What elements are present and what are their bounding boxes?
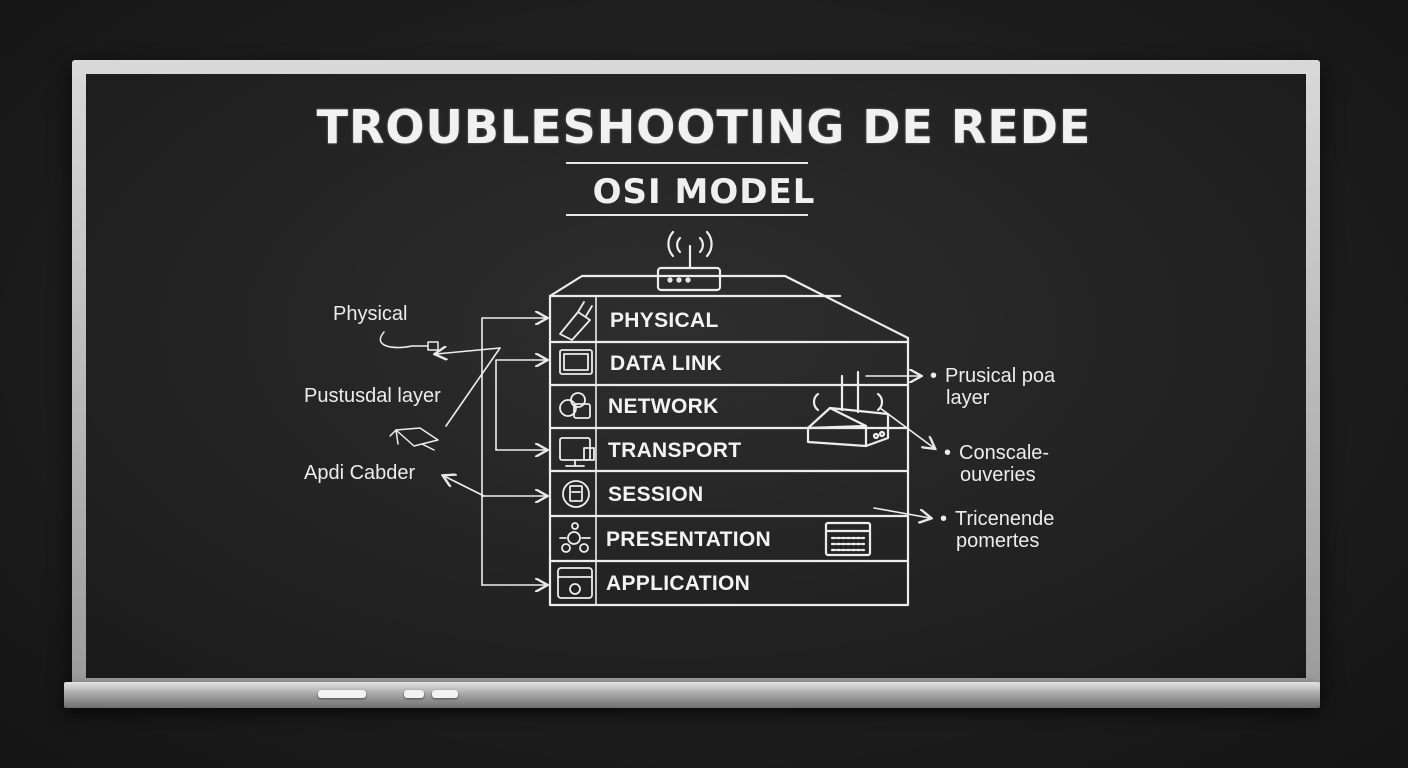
note-apdi-cabder: Apdi Cabder <box>304 462 416 484</box>
note-prusical-line1: Prusical poa <box>930 365 1055 387</box>
layer-label-presentation: PRESENTATION <box>606 528 771 551</box>
presentation-grid-icon <box>824 521 872 557</box>
router-right-icon <box>806 370 890 448</box>
chalk-piece <box>318 690 366 698</box>
pointer-physical-note <box>436 348 501 354</box>
note-pustusdal-layer: Pustusdal layer <box>304 385 441 407</box>
note-conscale-line1: Conscale- <box>944 442 1049 464</box>
stack-roof <box>548 274 910 340</box>
note-conscale: Conscale- ouveries <box>944 442 1049 486</box>
layer-label-application: APPLICATION <box>606 572 751 595</box>
note-conscale-line2: ouveries <box>960 464 1036 486</box>
layer-label-physical: PHYSICAL <box>610 309 719 332</box>
layer-label-transport: TRANSPORT <box>608 439 742 462</box>
note-tricenende: Tricenende pomertes <box>940 508 1054 552</box>
app-window-icon <box>557 567 593 599</box>
document-icon <box>562 480 590 508</box>
note-tricenende-line2: pomertes <box>956 530 1040 552</box>
layer-label-network: NETWORK <box>608 395 719 418</box>
page-subtitle: OSI MODEL <box>592 172 816 212</box>
note-tricenende-line1: Tricenende <box>940 508 1054 530</box>
page-title: TROUBLESHOOTING DE REDE <box>316 100 1092 154</box>
connector-physical <box>481 318 546 586</box>
note-prusical-line2: layer <box>946 387 990 409</box>
chalkboard-surface <box>86 74 1306 678</box>
device-sketch-icon <box>389 427 439 451</box>
connector-data-link <box>495 360 546 451</box>
gear-cluster-icon <box>559 522 591 553</box>
subtitle-bottom-rule <box>566 214 808 216</box>
chalk-piece <box>404 690 424 698</box>
subtitle-top-rule <box>566 162 808 164</box>
chalk-piece <box>432 690 458 698</box>
network-nodes-icon <box>559 392 591 419</box>
pointer-tricenende <box>873 507 930 518</box>
pointer-conscale <box>879 407 934 448</box>
pointer-pustusdal <box>445 347 501 427</box>
monitor-icon <box>559 349 593 375</box>
note-physical: Physical <box>333 303 408 325</box>
router-top-icon <box>656 230 722 292</box>
chalk-tray <box>64 682 1320 708</box>
layer-label-data-link: DATA LINK <box>610 352 722 375</box>
cable-plug-icon <box>379 331 439 351</box>
pointer-apdi <box>444 476 485 497</box>
computer-icon <box>559 437 595 467</box>
note-prusical: Prusical poa layer <box>930 365 1055 409</box>
layer-label-session: SESSION <box>608 483 704 506</box>
cable-connector-icon <box>559 301 593 341</box>
